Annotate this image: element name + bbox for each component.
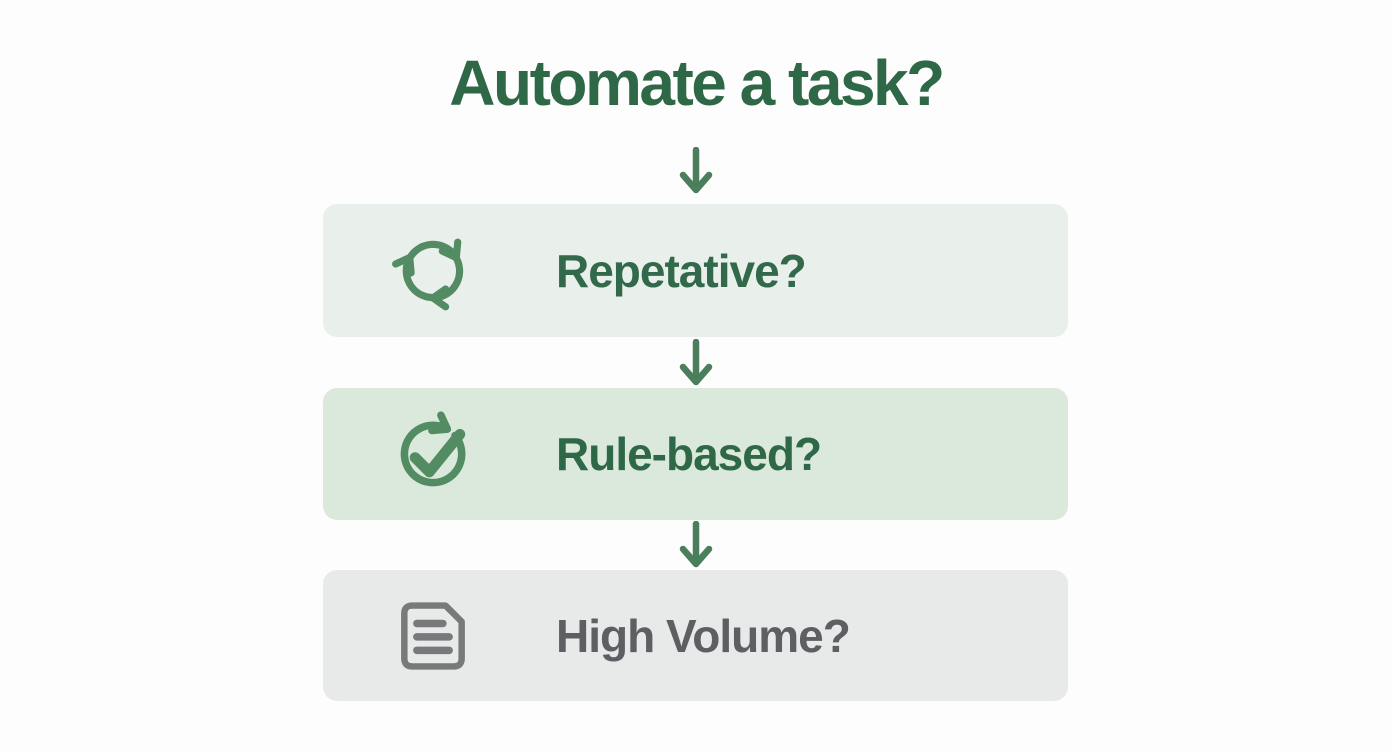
step-label: Repetative? (556, 244, 807, 297)
flow-step-rule-based: Rule-based? (323, 388, 1068, 520)
document-icon (390, 593, 476, 679)
down-arrow-icon (679, 338, 713, 386)
down-arrow-icon (679, 146, 713, 194)
page-title: Automate a task? (449, 47, 945, 119)
flow-step-repetitive: Repetative? (323, 204, 1068, 337)
step-label: Rule-based? (556, 428, 822, 480)
cycle-arrows-icon (390, 228, 476, 314)
down-arrow-icon (679, 520, 713, 568)
check-circle-arrow-icon (390, 411, 476, 497)
flow-step-high-volume: High Volume? (323, 570, 1068, 701)
step-label: High Volume? (556, 609, 851, 662)
